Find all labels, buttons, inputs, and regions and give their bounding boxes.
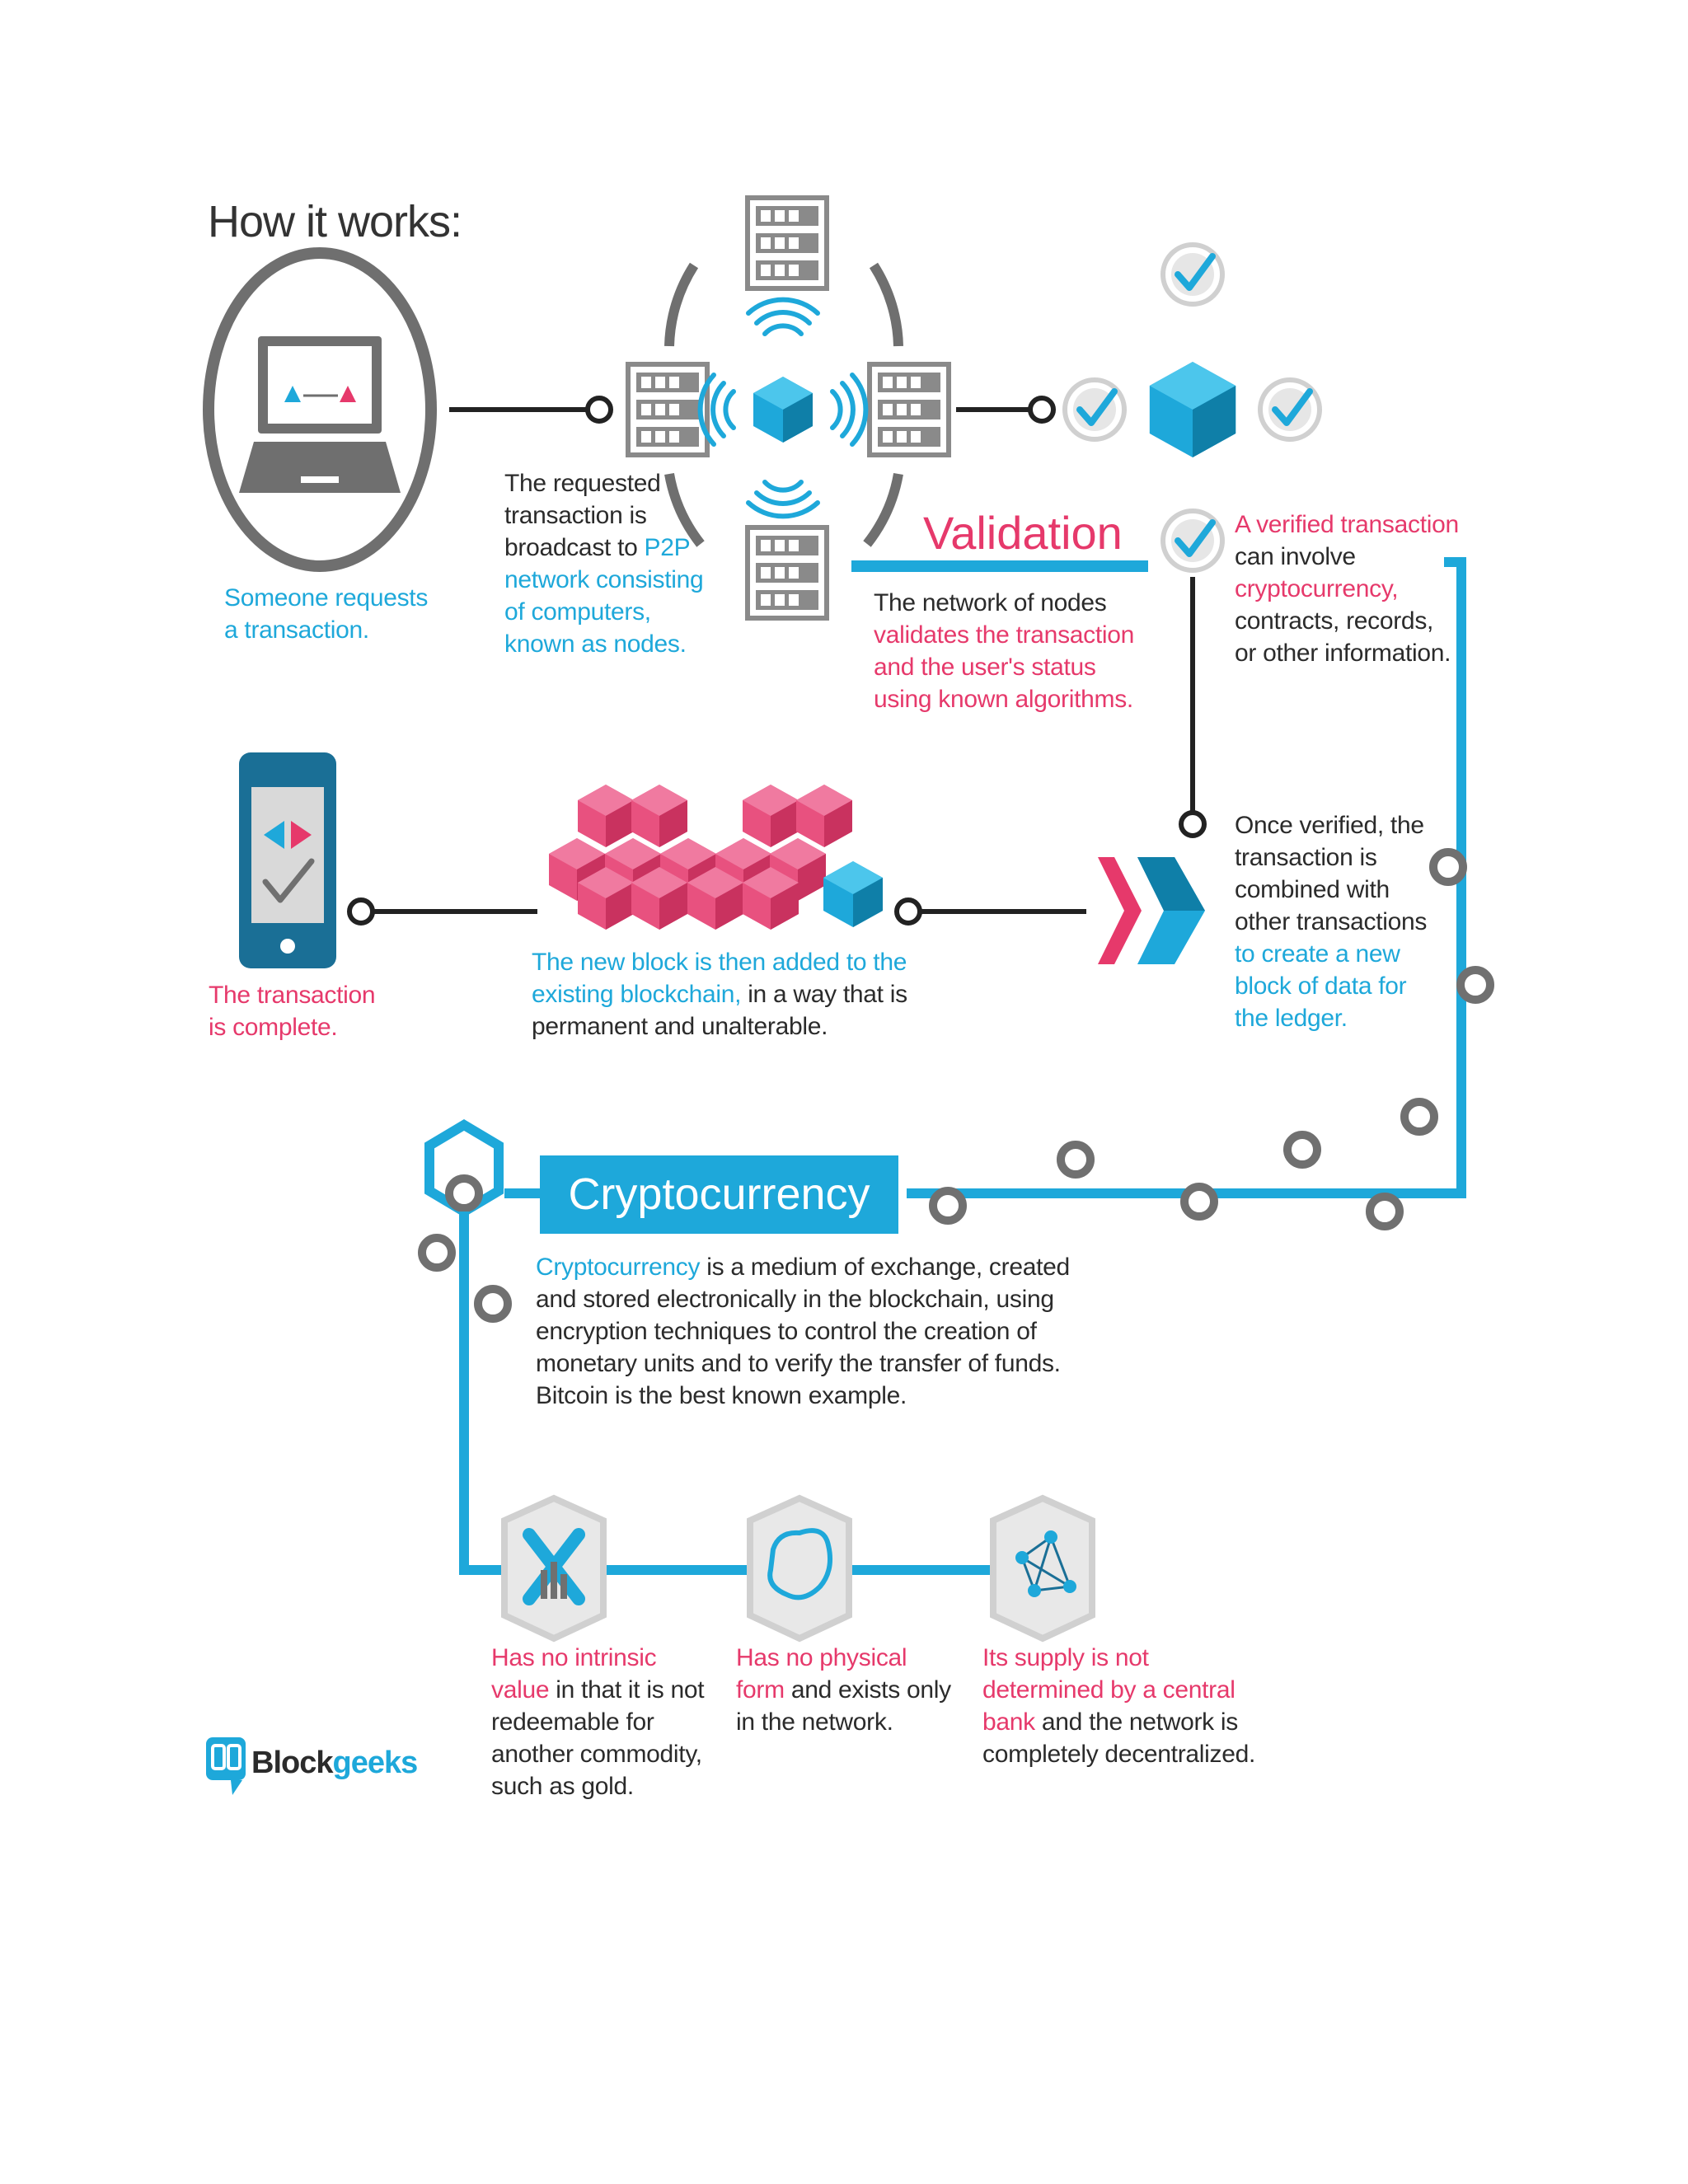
no-value-icon <box>501 1494 607 1643</box>
text-run: broadcast to <box>504 534 645 561</box>
text-run: Someone requests <box>224 584 429 612</box>
step-verified-text: A verified transaction can involve cryptoc… <box>1235 509 1459 669</box>
text-run: existing blockchain, <box>532 981 742 1008</box>
text-run: and exists only <box>784 1676 951 1704</box>
step-added-text: The new block is then added to the existi… <box>532 946 907 1043</box>
cryptocurrency-banner: Cryptocurrency <box>540 1155 898 1234</box>
blockchain-cubes-icon <box>549 785 883 930</box>
text-run: other transactions <box>1235 908 1428 935</box>
text-run: the ledger. <box>1235 1005 1348 1032</box>
brand-logo-icon <box>206 1737 246 1795</box>
text-run: known as nodes. <box>504 630 687 658</box>
path-nodes <box>929 848 1494 1230</box>
text-run: completely decentralized. <box>982 1741 1256 1768</box>
crypto-definition-text: Cryptocurrency is a medium of exchange, … <box>536 1251 1070 1412</box>
text-run: or other information. <box>1235 640 1451 667</box>
checkmark-icon <box>1260 380 1320 439</box>
page-title: How it works: <box>208 197 462 246</box>
step-validation-text: The network of nodes validates the transa… <box>874 587 1134 715</box>
text-run: transaction is <box>1235 844 1377 871</box>
checkmark-icon <box>1163 245 1222 304</box>
no-form-text: Has no physical form and exists only in th… <box>736 1642 951 1738</box>
connector-node <box>347 898 375 926</box>
connector-node <box>894 898 922 926</box>
server-icon <box>748 527 827 618</box>
text-run: The network of nodes <box>874 589 1107 616</box>
checkmark-icon <box>1163 511 1222 570</box>
text-run: redeemable for <box>491 1708 654 1736</box>
text-run: another commodity, <box>491 1741 702 1768</box>
text-run: Once verified, the <box>1235 812 1424 839</box>
network-graph-icon <box>990 1494 1095 1643</box>
supply-text: Its supply is not determined by a central… <box>982 1642 1255 1770</box>
text-run: P2P <box>644 534 691 561</box>
text-run: block of data for <box>1235 972 1407 1000</box>
text-run: A verified transaction <box>1235 511 1459 538</box>
cube-icon <box>1149 362 1236 457</box>
text-run: value <box>491 1676 550 1704</box>
text-run: validates the transaction <box>874 621 1135 649</box>
connector-node <box>585 396 613 424</box>
brand-part-1: Block <box>251 1746 333 1780</box>
text-run: Cryptocurrency <box>536 1254 701 1281</box>
connector-node <box>1179 810 1207 838</box>
validation-heading: Validation <box>923 507 1123 559</box>
smartphone-icon <box>239 752 336 968</box>
text-run: in a way that is <box>741 981 907 1008</box>
text-run: and the network is <box>1034 1708 1238 1736</box>
text-run: bank <box>982 1708 1035 1736</box>
server-icon <box>628 364 707 455</box>
step-combined-text: Once verified, the transaction is combined… <box>1235 809 1427 1034</box>
brand-part-2: geeks <box>332 1746 418 1780</box>
text-run: is complete. <box>209 1014 338 1041</box>
text-run: of computers, <box>504 598 651 626</box>
text-run: in the network. <box>736 1708 893 1736</box>
wifi-icon <box>697 297 869 519</box>
network-ring <box>664 262 903 547</box>
text-run: and stored electronically in the blockch… <box>536 1286 1054 1313</box>
step-request-text: Someone requests a transaction. <box>224 582 428 646</box>
text-run: to create a new <box>1235 940 1400 968</box>
laptop-icon <box>203 247 437 572</box>
text-run: combined with <box>1235 876 1390 903</box>
text-run: a transaction. <box>224 616 369 644</box>
server-icon <box>748 198 827 288</box>
text-run: The requested <box>504 470 661 497</box>
chevron-block-icon <box>1098 857 1205 964</box>
server-icon <box>870 364 949 455</box>
text-run: Its supply is not <box>982 1644 1149 1671</box>
text-run: determined by a central <box>982 1676 1236 1704</box>
text-run: monetary units and to verify the transfe… <box>536 1350 1061 1377</box>
text-run: using known algorithms. <box>874 686 1133 713</box>
cube-icon <box>753 377 813 443</box>
text-run: in that it is not <box>549 1676 705 1704</box>
text-run: Has no intrinsic <box>491 1644 657 1671</box>
text-run: such as gold. <box>491 1773 634 1800</box>
text-run: The new block is then added to the <box>532 949 907 976</box>
text-run: form <box>736 1676 785 1704</box>
text-run: encryption techniques to control the cre… <box>536 1318 1037 1345</box>
text-run: is a medium of exchange, created <box>700 1254 1070 1281</box>
no-value-text: Has no intrinsic value in that it is not r… <box>491 1642 705 1802</box>
text-run: network consisting <box>504 566 704 593</box>
text-run: Bitcoin is the best known example. <box>536 1382 907 1409</box>
text-run: The transaction <box>209 982 376 1009</box>
text-run: transaction is <box>504 502 647 529</box>
text-run: and the user's status <box>874 654 1096 681</box>
map-shape-icon <box>747 1494 852 1643</box>
text-run: cryptocurrency, <box>1235 575 1399 602</box>
connector-node <box>1028 396 1056 424</box>
text-run: can involve <box>1235 543 1356 570</box>
text-run: Has no physical <box>736 1644 907 1671</box>
text-run: contracts, records, <box>1235 607 1434 635</box>
checkmark-icon <box>1065 380 1124 439</box>
brand-name: Blockgeeks <box>251 1746 418 1781</box>
validation-underline <box>851 560 1148 572</box>
step-complete-text: The transaction is complete. <box>209 979 376 1043</box>
text-run: permanent and unalterable. <box>532 1013 828 1040</box>
